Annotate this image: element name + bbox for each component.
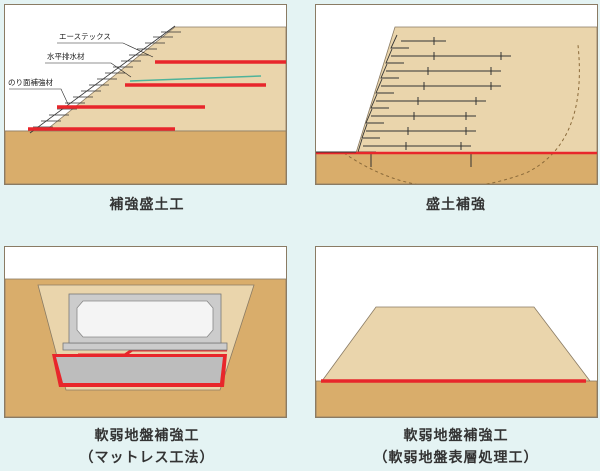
caption-embankment-reinforcement: 盛土補強 xyxy=(426,197,486,213)
caption-soft-ground-mattress: 軟弱地盤補強工 xyxy=(94,428,200,444)
mattress-body xyxy=(56,357,223,383)
soft-ground-surface-diagram xyxy=(316,306,597,417)
ground xyxy=(5,130,286,184)
caption-reinforced-embankment: 補強盛土工 xyxy=(109,197,185,213)
reinforced-embankment-diagram: エーステックス 水平排水材 のり面補強材 xyxy=(5,25,286,184)
ground xyxy=(316,380,597,417)
embankment-reinforcement-diagram xyxy=(316,26,597,184)
panel-reinforced-embankment: エーステックス 水平排水材 のり面補強材 xyxy=(4,4,287,185)
ground xyxy=(316,152,597,184)
reinforcement-layers xyxy=(28,60,286,131)
facing-panels xyxy=(357,34,409,153)
caption-soft-ground-surface: 軟弱地盤補強工 xyxy=(403,428,509,444)
panel-soft-ground-mattress xyxy=(4,246,287,418)
facing-steps xyxy=(29,25,181,134)
panel-embankment-reinforcement xyxy=(315,4,598,185)
subcaption-soft-ground-mattress: （マットレス工法） xyxy=(79,450,215,466)
fill-soil xyxy=(321,306,591,382)
callout-drain: 水平排水材 xyxy=(47,51,85,61)
panel-soft-ground-surface xyxy=(315,246,598,418)
slip-circle xyxy=(343,44,580,184)
callout-lines xyxy=(9,42,154,105)
subcaption-soft-ground-surface: （軟弱地盤表層処理工） xyxy=(373,450,539,466)
culvert-opening xyxy=(76,300,214,338)
culvert-base xyxy=(62,342,228,351)
callout-slope-reinforcement: のり面補強材 xyxy=(8,77,53,87)
soft-ground-mattress-diagram xyxy=(5,278,286,417)
drain-layer xyxy=(129,75,262,82)
callout-facing: エーステックス xyxy=(59,32,111,41)
reinforcement-bars xyxy=(363,37,511,167)
